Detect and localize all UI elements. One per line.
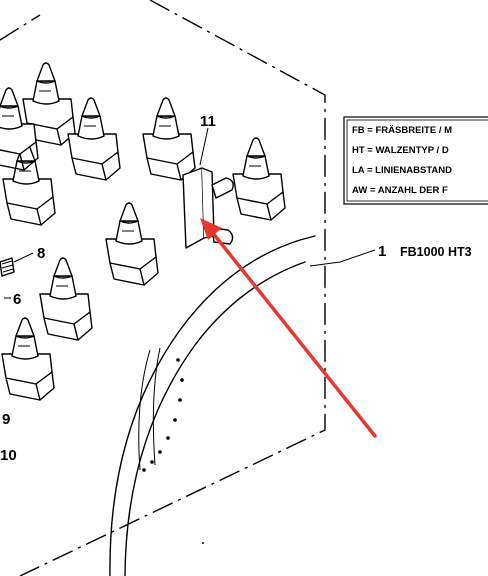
callout-1: 1 [378, 243, 386, 260]
cutting-bit [232, 137, 286, 221]
cutting-bit [39, 257, 93, 341]
legend-line-3: LA = LINIENABSTAND [352, 165, 452, 176]
callout-6: 6 [13, 291, 21, 308]
outline-boundary-left [0, 14, 41, 41]
leader-1 [309, 249, 376, 267]
outline-boundary [19, 0, 326, 576]
cutting-bit [2, 142, 56, 226]
cutting-bit [105, 202, 159, 286]
leader-8 [13, 252, 34, 263]
leader-11 [199, 127, 209, 166]
callout-11: 11 [200, 113, 216, 130]
legend-line-1: FB = FRÄSBREITE / M [352, 125, 452, 136]
callout-9: 9 [2, 411, 10, 428]
screw-part-8 [0, 257, 15, 277]
speck [202, 542, 204, 544]
callout-8: 8 [37, 245, 45, 262]
rivet-holes [142, 358, 184, 472]
part-label: FB1000 HT3 [400, 245, 472, 259]
legend-line-2: HT = WALZENTYP / D [352, 145, 449, 156]
legend-line-4: AW = ANZAHL DER F [352, 185, 448, 196]
cutting-bits [0, 62, 286, 401]
cutting-bit [142, 97, 196, 181]
drum-rim [109, 235, 316, 576]
cutting-bit [67, 97, 121, 181]
cutting-bit [1, 317, 55, 401]
legend-box: FB = FRÄSBREITE / M HT = WALZENTYP / D L… [343, 116, 488, 205]
red-arrow-annotation [200, 218, 377, 438]
callout-10: 10 [0, 447, 17, 464]
